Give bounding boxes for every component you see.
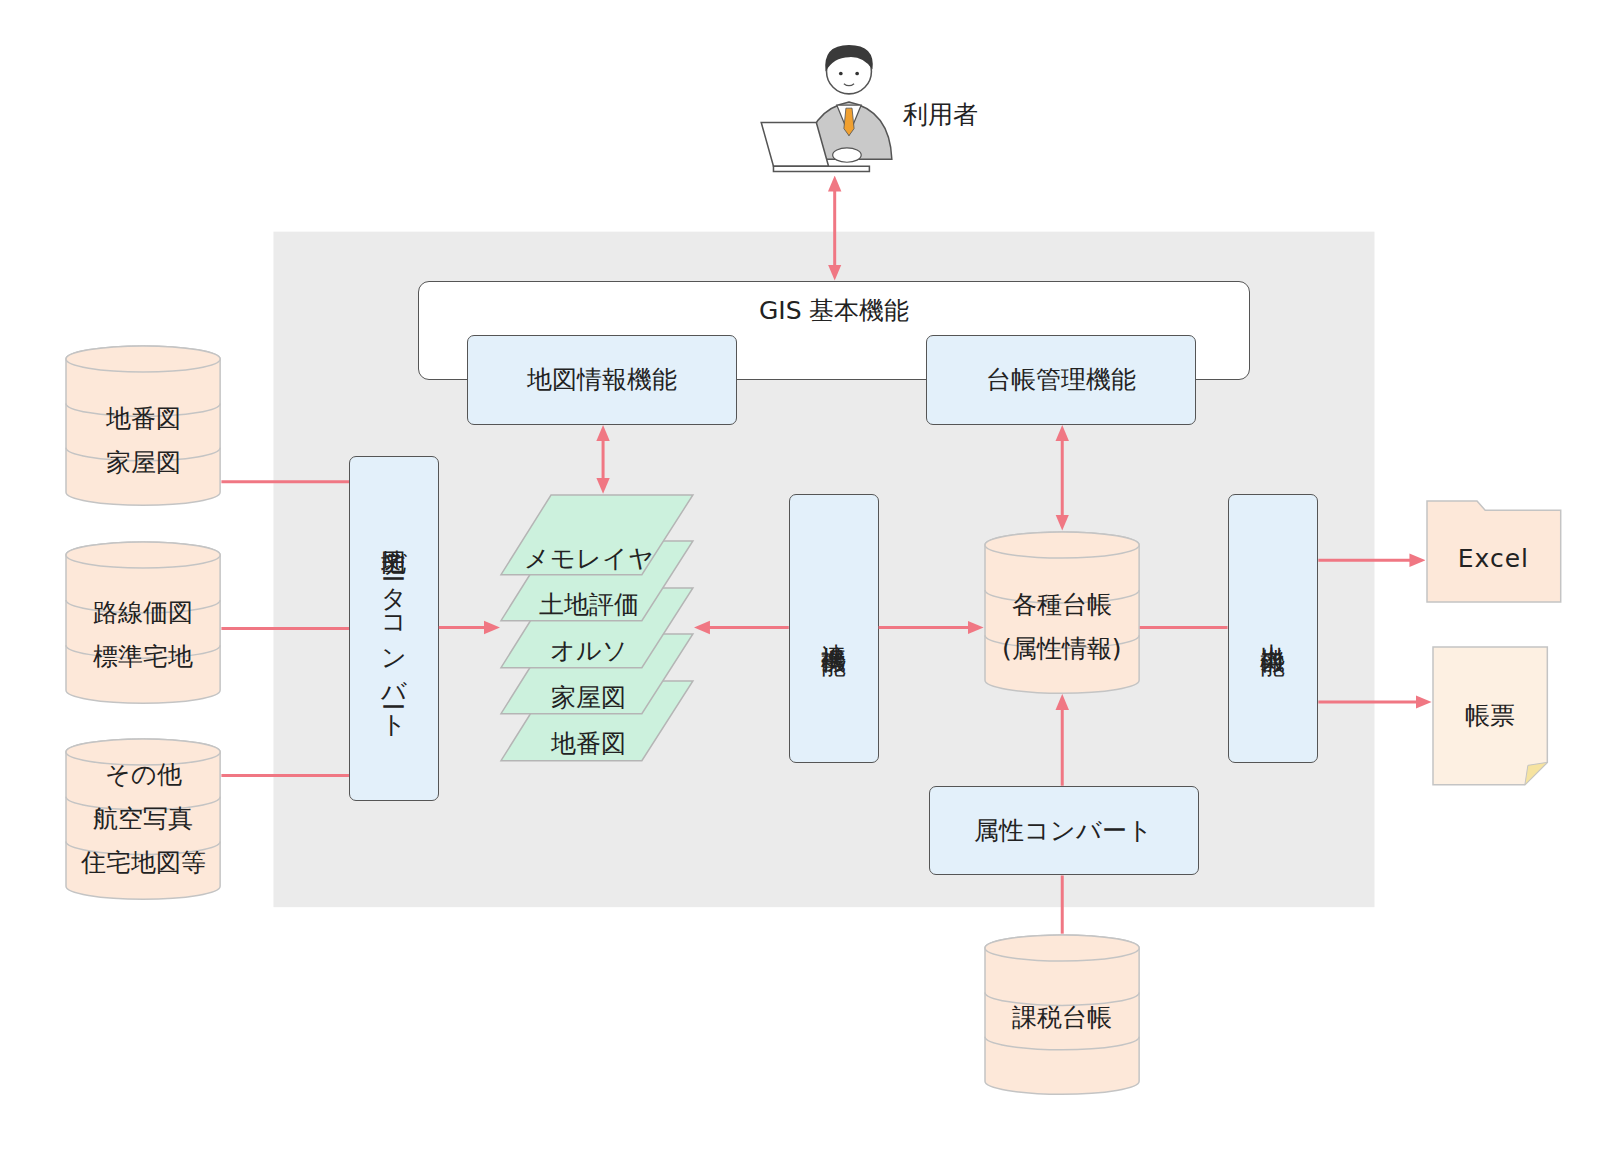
cylinder-top — [985, 935, 1139, 961]
file-folder: Excel — [1426, 498, 1562, 603]
user-hands — [833, 148, 862, 162]
document-page — [1433, 647, 1547, 785]
node-label: 利用者 — [903, 99, 978, 131]
node-label: 属性コンバート — [974, 815, 1153, 847]
function-box: 台帳管理機能 — [926, 335, 1196, 425]
document-fold — [1525, 762, 1547, 784]
connector-arrow — [833, 181, 836, 276]
connector-arrow — [221, 774, 349, 777]
connector-arrow — [1061, 875, 1064, 933]
cylinder-body — [66, 739, 220, 899]
database-cylinder: 路線価図 標準宅地 — [65, 541, 221, 704]
scaled-group — [273, 45, 1374, 907]
node-label: Excel — [1458, 543, 1529, 575]
function-box: 属性コンバート — [929, 786, 1199, 876]
laptop-base — [773, 166, 869, 171]
function-box: 連携機能 — [789, 494, 879, 763]
user-hair — [825, 45, 873, 72]
node-label: オルソ — [550, 635, 628, 667]
function-group-box: GIS 基本機能地図情報機能台帳管理機能 — [418, 281, 1250, 380]
node-label: 路線価図 標準宅地 — [73, 591, 213, 679]
system-panel — [273, 232, 1374, 908]
node-label: 家屋図 — [551, 682, 626, 714]
node-label: 帳票 — [1465, 700, 1515, 732]
cylinder-top — [985, 532, 1139, 558]
connector-arrow — [221, 627, 349, 630]
node-label: その他 航空写真 住宅地図等 — [73, 753, 213, 885]
cylinder-top — [66, 346, 220, 372]
connector-arrow — [1318, 701, 1426, 704]
connector-arrow — [439, 626, 495, 629]
node-label: 地番図 — [551, 728, 626, 760]
function-box: 地図情報機能 — [467, 335, 737, 425]
node-label: 出力機能 — [1257, 623, 1289, 635]
node-label: 地図データコンバート — [378, 529, 410, 728]
node-label: 連携機能 — [818, 623, 850, 635]
connector-arrow — [1061, 699, 1064, 786]
connector-arrow — [699, 626, 789, 629]
folder-body — [1427, 501, 1561, 602]
connector-arrow — [221, 480, 349, 483]
cylinder-top — [66, 542, 220, 568]
connector-arrow — [1318, 559, 1420, 562]
database-cylinder: 課税台帳 — [984, 934, 1140, 1095]
document-shape: 帳票 — [1432, 646, 1548, 786]
connector-arrow — [1140, 626, 1228, 629]
node-label: 地図情報機能 — [527, 364, 677, 396]
cylinder-band — [985, 1036, 1139, 1049]
node-label: GIS 基本機能 — [759, 295, 910, 327]
user-node: 利用者 — [755, 39, 990, 176]
connector-arrow — [879, 626, 979, 629]
node-label: メモレイヤ — [524, 543, 654, 575]
cylinder-body — [985, 532, 1139, 693]
function-box: 出力機能 — [1228, 494, 1319, 763]
node-label: 課税台帳 — [1012, 996, 1112, 1040]
cylinder-body — [66, 542, 220, 703]
user-tie — [844, 108, 854, 136]
database-cylinder: 各種台帳 (属性情報) — [984, 531, 1140, 694]
cylinder-body — [66, 346, 220, 505]
user-eye — [839, 72, 843, 76]
node-label: 台帳管理機能 — [986, 364, 1136, 396]
database-cylinder: 地番図 家屋図 — [65, 345, 221, 506]
cylinder-body — [985, 935, 1139, 1094]
connector-arrow — [602, 430, 605, 489]
cylinder-band — [985, 992, 1139, 1005]
node-label: 土地評価 — [539, 589, 639, 621]
laptop-screen — [761, 122, 828, 166]
connector-arrow — [1061, 430, 1064, 526]
function-box: 地図データコンバート — [349, 456, 439, 801]
map-layer: メモレイヤ — [500, 494, 694, 576]
layer-sheet — [501, 681, 693, 761]
node-label: 地番図 家屋図 — [73, 397, 213, 485]
node-label: 各種台帳 (属性情報) — [992, 583, 1132, 671]
user-mouth — [844, 84, 854, 86]
user-eye — [855, 72, 859, 76]
database-cylinder: その他 航空写真 住宅地図等 — [65, 738, 221, 900]
